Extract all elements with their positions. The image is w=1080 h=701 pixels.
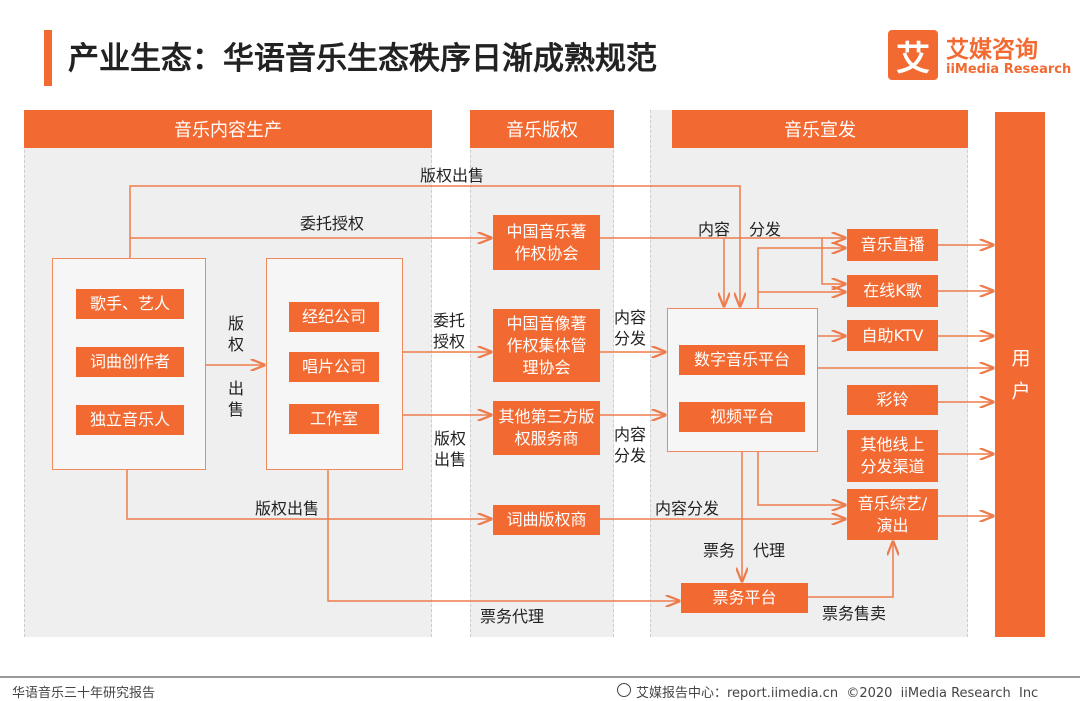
org-mcsc: 中国音乐著作权协会: [493, 215, 600, 270]
user-bar: 用户: [995, 112, 1045, 637]
arrow-platform-live: [757, 248, 845, 308]
company-agency: 经纪公司: [289, 302, 379, 332]
channel-variety-show: 音乐综艺/演出: [847, 489, 938, 540]
platform-digital-music: 数字音乐平台: [679, 345, 805, 375]
label-content-distribute-3: 内容分发: [655, 499, 720, 518]
label-agency: 代理: [753, 541, 786, 560]
logo-en: iiMedia Research: [946, 62, 1072, 77]
channel-live: 音乐直播: [847, 229, 938, 261]
label-distribute: 分发: [749, 220, 782, 239]
page-title: 产业生态：华语音乐生态秩序日渐成熟规范: [68, 41, 657, 77]
label-copyright-sale-top: 版权出售: [420, 166, 485, 185]
arrow-mcsc-karaoke: [821, 238, 845, 284]
arrow-ticket-variety: [808, 542, 893, 598]
title-accent-bar: [44, 30, 52, 86]
footer-source: 艾媒报告中心：report.iimedia.cn ©2020 iiMedia R…: [636, 686, 1039, 701]
label-auth: 授权: [433, 332, 466, 351]
distribution-header: 音乐宣发: [672, 110, 968, 148]
org-cavca: 中国音像著作权集体管理协会: [493, 309, 600, 382]
company-label: 唱片公司: [289, 352, 379, 382]
creator-indie: 独立音乐人: [76, 405, 184, 435]
org-lyric-publisher: 词曲版权商: [493, 505, 600, 535]
creator-singer: 歌手、艺人: [76, 289, 184, 319]
arrow-companies-ticket: [327, 470, 679, 601]
channel-other-online: 其他线上分发渠道: [847, 430, 938, 482]
arrow-copyright-sale-top: [129, 185, 740, 306]
ticket-platform: 票务平台: [681, 583, 808, 613]
label-entrust: 委托: [433, 311, 466, 330]
channel-ktv: 自助KTV: [847, 320, 938, 351]
org-third-party: 其他第三方版权服务商: [493, 401, 600, 455]
label-content-distribute-2: 内容分发: [614, 425, 647, 465]
arrow-platform-variety: [757, 452, 845, 505]
label-ticket-sale: 票务售卖: [822, 604, 887, 623]
footer-globe-icon: [617, 683, 631, 697]
label-content: 内容: [698, 220, 731, 239]
logo-mark: 艾: [888, 30, 938, 80]
production-header: 音乐内容生产: [24, 110, 432, 148]
copyright-header: 音乐版权: [470, 110, 614, 148]
creator-songwriter: 词曲创作者: [76, 347, 184, 377]
arrow-creators-publisher: [126, 470, 491, 519]
label-entrust-auth: 委托授权: [300, 214, 365, 233]
channel-ringtone: 彩铃: [847, 385, 938, 415]
company-studio: 工作室: [289, 404, 379, 434]
label-sale: 出售: [228, 379, 245, 419]
footer-divider: [0, 676, 1080, 678]
user-label: 用户: [1008, 348, 1031, 414]
label-copyright-sale-bottom: 版权出售: [255, 499, 320, 518]
logo: 艾 艾媒咨询 iiMedia Research: [888, 30, 1071, 82]
label-ticket: 票务: [703, 541, 736, 560]
logo-cn: 艾媒咨询: [946, 37, 1038, 63]
footer-report-name: 华语音乐三十年研究报告: [12, 686, 156, 701]
label-ticket-agency: 票务代理: [480, 607, 545, 626]
label-content-distribute-1: 内容分发: [614, 308, 647, 348]
label-copyright: 版权: [228, 314, 245, 354]
platform-video: 视频平台: [679, 402, 805, 432]
channel-karaoke: 在线K歌: [847, 275, 938, 307]
label-copyright-sale-mid: 版权出售: [434, 429, 467, 469]
